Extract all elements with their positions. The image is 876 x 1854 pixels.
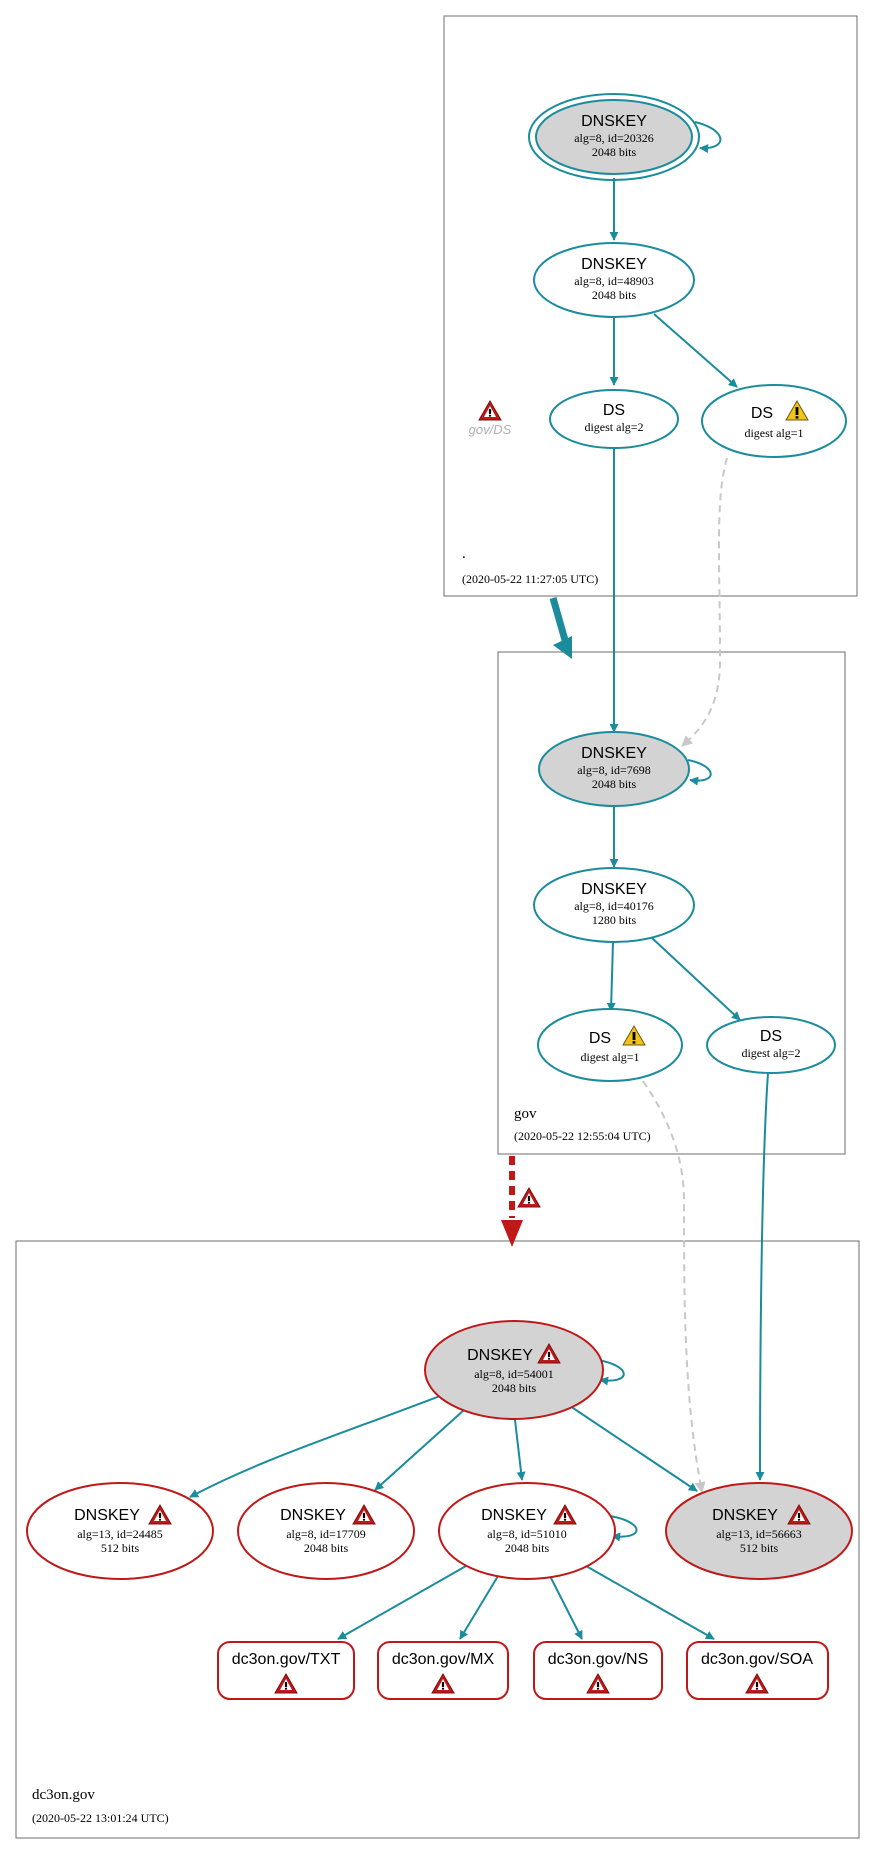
error-icon [478, 400, 502, 421]
zone-gov-name: gov [514, 1106, 537, 1122]
edge-dc3-ksk-to-k24485 [189, 1395, 441, 1498]
rrset-mx[interactable]: dc3on.gov/MX [377, 1641, 509, 1700]
node-line2: 2048 bits [592, 288, 637, 302]
edge-root-zsk-to-ds1 [653, 313, 738, 388]
node-gov-ds-missing[interactable]: gov/DS [469, 400, 512, 437]
edge-k51010-to-mx [459, 1575, 499, 1640]
node-title: DNSKEY [581, 113, 647, 130]
node-dc3-k24485[interactable]: DNSKEY alg=13, id=24485 512 bits [26, 1482, 214, 1580]
node-line1: digest alg=1 [580, 1050, 639, 1064]
node-line1: digest alg=2 [584, 420, 643, 434]
node-title: DNSKEY [581, 745, 647, 762]
node-line2: 512 bits [101, 1541, 140, 1555]
node-title: DNSKEY [712, 1507, 778, 1524]
edge-root-to-gov-delegation [549, 597, 569, 641]
node-title: DS [603, 402, 625, 419]
node-title: DNSKEY [74, 1507, 140, 1524]
node-dc3-k51010[interactable]: DNSKEY alg=8, id=51010 2048 bits [438, 1482, 616, 1580]
edge-root-to-gov-delegation-head [553, 636, 572, 659]
node-root-ds2[interactable]: DS digest alg=2 [549, 389, 679, 449]
node-line1: alg=8, id=40176 [574, 899, 654, 913]
node-line2: 2048 bits [505, 1541, 550, 1555]
node-gov-ds1[interactable]: DS digest alg=1 [537, 1008, 683, 1082]
zone-dc3on-timestamp: (2020-05-22 13:01:24 UTC) [32, 1811, 169, 1825]
edge-dc3-ksk-to-k17709 [374, 1409, 465, 1491]
delegation-error-icon [517, 1187, 541, 1208]
node-dc3-ksk[interactable]: DNSKEY alg=8, id=54001 2048 bits [424, 1320, 604, 1420]
node-line1: alg=13, id=56663 [716, 1527, 802, 1541]
edge-dc3-ksk-to-k56663 [569, 1405, 698, 1492]
zone-root-timestamp: (2020-05-22 11:27:05 UTC) [462, 572, 598, 586]
node-line1: alg=8, id=54001 [474, 1367, 554, 1381]
node-root-ksk[interactable]: DNSKEY alg=8, id=20326 2048 bits [528, 93, 700, 181]
edge-root-ksk-self [694, 121, 722, 154]
node-title: DNSKEY [280, 1507, 346, 1524]
edge-root-ds1-to-gov-ksk [681, 457, 728, 747]
node-line1: alg=8, id=17709 [286, 1527, 366, 1541]
node-title: DS [760, 1028, 782, 1045]
node-gov-zsk[interactable]: DNSKEY alg=8, id=40176 1280 bits [533, 867, 695, 943]
node-label: gov/DS [469, 422, 512, 437]
node-line2: 1280 bits [592, 913, 637, 927]
node-line2: 2048 bits [592, 777, 637, 791]
edge-dc3-ksk-self [597, 1359, 625, 1386]
zone-dc3on-name: dc3on.gov [32, 1787, 95, 1803]
node-line1: alg=13, id=24485 [77, 1527, 163, 1541]
node-line2: 2048 bits [492, 1381, 537, 1395]
node-line1: alg=8, id=20326 [574, 131, 654, 145]
node-gov-ds2[interactable]: DS digest alg=2 [706, 1016, 836, 1074]
edge-k51010-to-txt [337, 1565, 467, 1640]
edge-k51010-to-soa [585, 1565, 715, 1640]
node-title: DS [589, 1030, 611, 1047]
zone-gov-timestamp: (2020-05-22 12:55:04 UTC) [514, 1129, 651, 1143]
zone-dc3on-box [15, 1240, 860, 1839]
rrset-soa[interactable]: dc3on.gov/SOA [686, 1641, 829, 1700]
node-title: DNSKEY [581, 256, 647, 273]
node-line1: digest alg=1 [744, 426, 803, 440]
node-title: DNSKEY [581, 881, 647, 898]
rrset-txt[interactable]: dc3on.gov/TXT [217, 1641, 355, 1700]
node-line2: 2048 bits [592, 145, 637, 159]
edge-gov-zsk-to-ds1 [606, 940, 616, 1012]
edge-k51010-to-ns [549, 1575, 583, 1640]
rrset-label: dc3on.gov/MX [392, 1651, 495, 1668]
rrset-ns[interactable]: dc3on.gov/NS [533, 1641, 663, 1700]
edge-dc3-k51010-self [609, 1515, 638, 1542]
node-gov-ksk[interactable]: DNSKEY alg=8, id=7698 2048 bits [538, 731, 690, 807]
edge-gov-to-dc3on-delegation-head [501, 1220, 523, 1247]
edge-gov-ksk-self [687, 759, 712, 786]
rrset-label: dc3on.gov/SOA [701, 1651, 813, 1668]
node-line2: 512 bits [740, 1541, 779, 1555]
node-dc3-k56663[interactable]: DNSKEY alg=13, id=56663 512 bits [665, 1482, 853, 1580]
zone-root-box [443, 15, 858, 597]
edge-gov-zsk-to-ds2 [651, 937, 741, 1021]
node-line1: alg=8, id=51010 [487, 1527, 567, 1541]
edge-gov-ds2-to-dc3-k56663 [755, 1072, 769, 1481]
zone-gov-box [497, 651, 846, 1155]
node-title: DNSKEY [481, 1507, 547, 1524]
node-root-ds1[interactable]: DS digest alg=1 [701, 384, 847, 458]
node-line1: digest alg=2 [741, 1046, 800, 1060]
node-root-zsk[interactable]: DNSKEY alg=8, id=48903 2048 bits [533, 242, 695, 318]
node-line1: alg=8, id=48903 [574, 274, 654, 288]
rrset-label: dc3on.gov/NS [548, 1651, 649, 1668]
rrset-label: dc3on.gov/TXT [232, 1651, 341, 1668]
node-dc3-k17709[interactable]: DNSKEY alg=8, id=17709 2048 bits [237, 1482, 415, 1580]
edge-dc3-ksk-to-k51010 [514, 1419, 526, 1481]
node-line1: alg=8, id=7698 [577, 763, 651, 777]
zone-root-name: . [462, 546, 466, 562]
node-line2: 2048 bits [304, 1541, 349, 1555]
node-title: DNSKEY [467, 1347, 533, 1364]
node-title: DS [751, 405, 773, 422]
edge-gov-ds1-to-dc3-k56663 [642, 1080, 706, 1494]
